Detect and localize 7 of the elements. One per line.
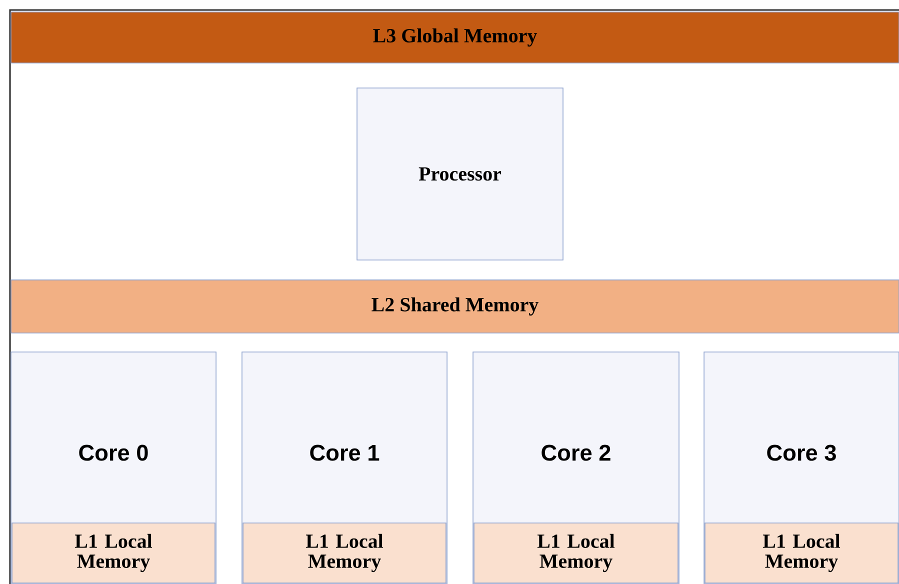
memory-box: L1 Local Memory: [242, 522, 446, 584]
band: L3 Global Memory: [10, 12, 899, 64]
memory-box: L1 Local Memory: [474, 522, 678, 584]
memory-box: L1 Local Memory: [12, 522, 216, 584]
memory-box: L1 Local Memory: [704, 522, 898, 584]
band: L2 Shared Memory: [10, 280, 899, 334]
processor-box: Processor: [356, 88, 564, 260]
